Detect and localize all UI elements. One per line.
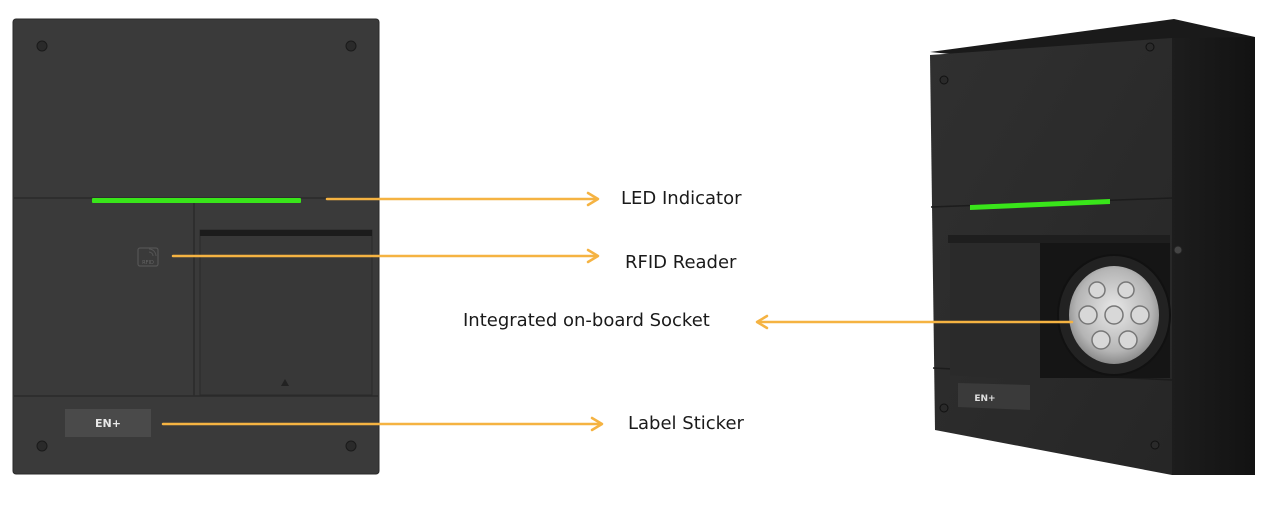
led-strip bbox=[92, 198, 301, 203]
warning-icon bbox=[281, 379, 289, 386]
callout-led-indicator: LED Indicator bbox=[621, 188, 742, 209]
callout-rfid-reader: RFID Reader bbox=[625, 252, 737, 273]
arrow-led-indicator bbox=[325, 191, 600, 207]
side-knob-icon bbox=[1173, 245, 1183, 255]
socket-door-panel bbox=[950, 238, 1040, 380]
side-face bbox=[1172, 37, 1255, 475]
arrow-label-sticker bbox=[161, 416, 604, 432]
rfid-icon-text: RFID bbox=[142, 260, 154, 266]
front-view-device: RFID EN+ bbox=[12, 18, 380, 475]
brand-logo-front: EN+ bbox=[95, 417, 121, 430]
callout-label-sticker: Label Sticker bbox=[628, 413, 744, 434]
screw-icons bbox=[36, 40, 357, 452]
rfid-icon: RFID bbox=[137, 247, 159, 267]
label-sticker-plate bbox=[65, 409, 151, 437]
arrow-rfid-reader bbox=[171, 248, 600, 264]
perspective-led-strip bbox=[970, 199, 1110, 210]
socket-cover-top-edge bbox=[200, 230, 372, 236]
socket-cover bbox=[199, 229, 373, 396]
socket-icon bbox=[1057, 254, 1171, 376]
brand-logo-perspective: EN+ bbox=[974, 394, 995, 404]
perspective-screw-icons bbox=[939, 42, 1160, 450]
perspective-label-plate bbox=[958, 383, 1030, 410]
callout-integrated-socket: Integrated on-board Socket bbox=[463, 310, 710, 331]
arrow-integrated-socket bbox=[755, 314, 1074, 330]
perspective-view-device: EN+ bbox=[930, 19, 1255, 475]
socket-hinge-bar bbox=[948, 235, 1170, 243]
callout-arrows bbox=[161, 191, 1074, 432]
